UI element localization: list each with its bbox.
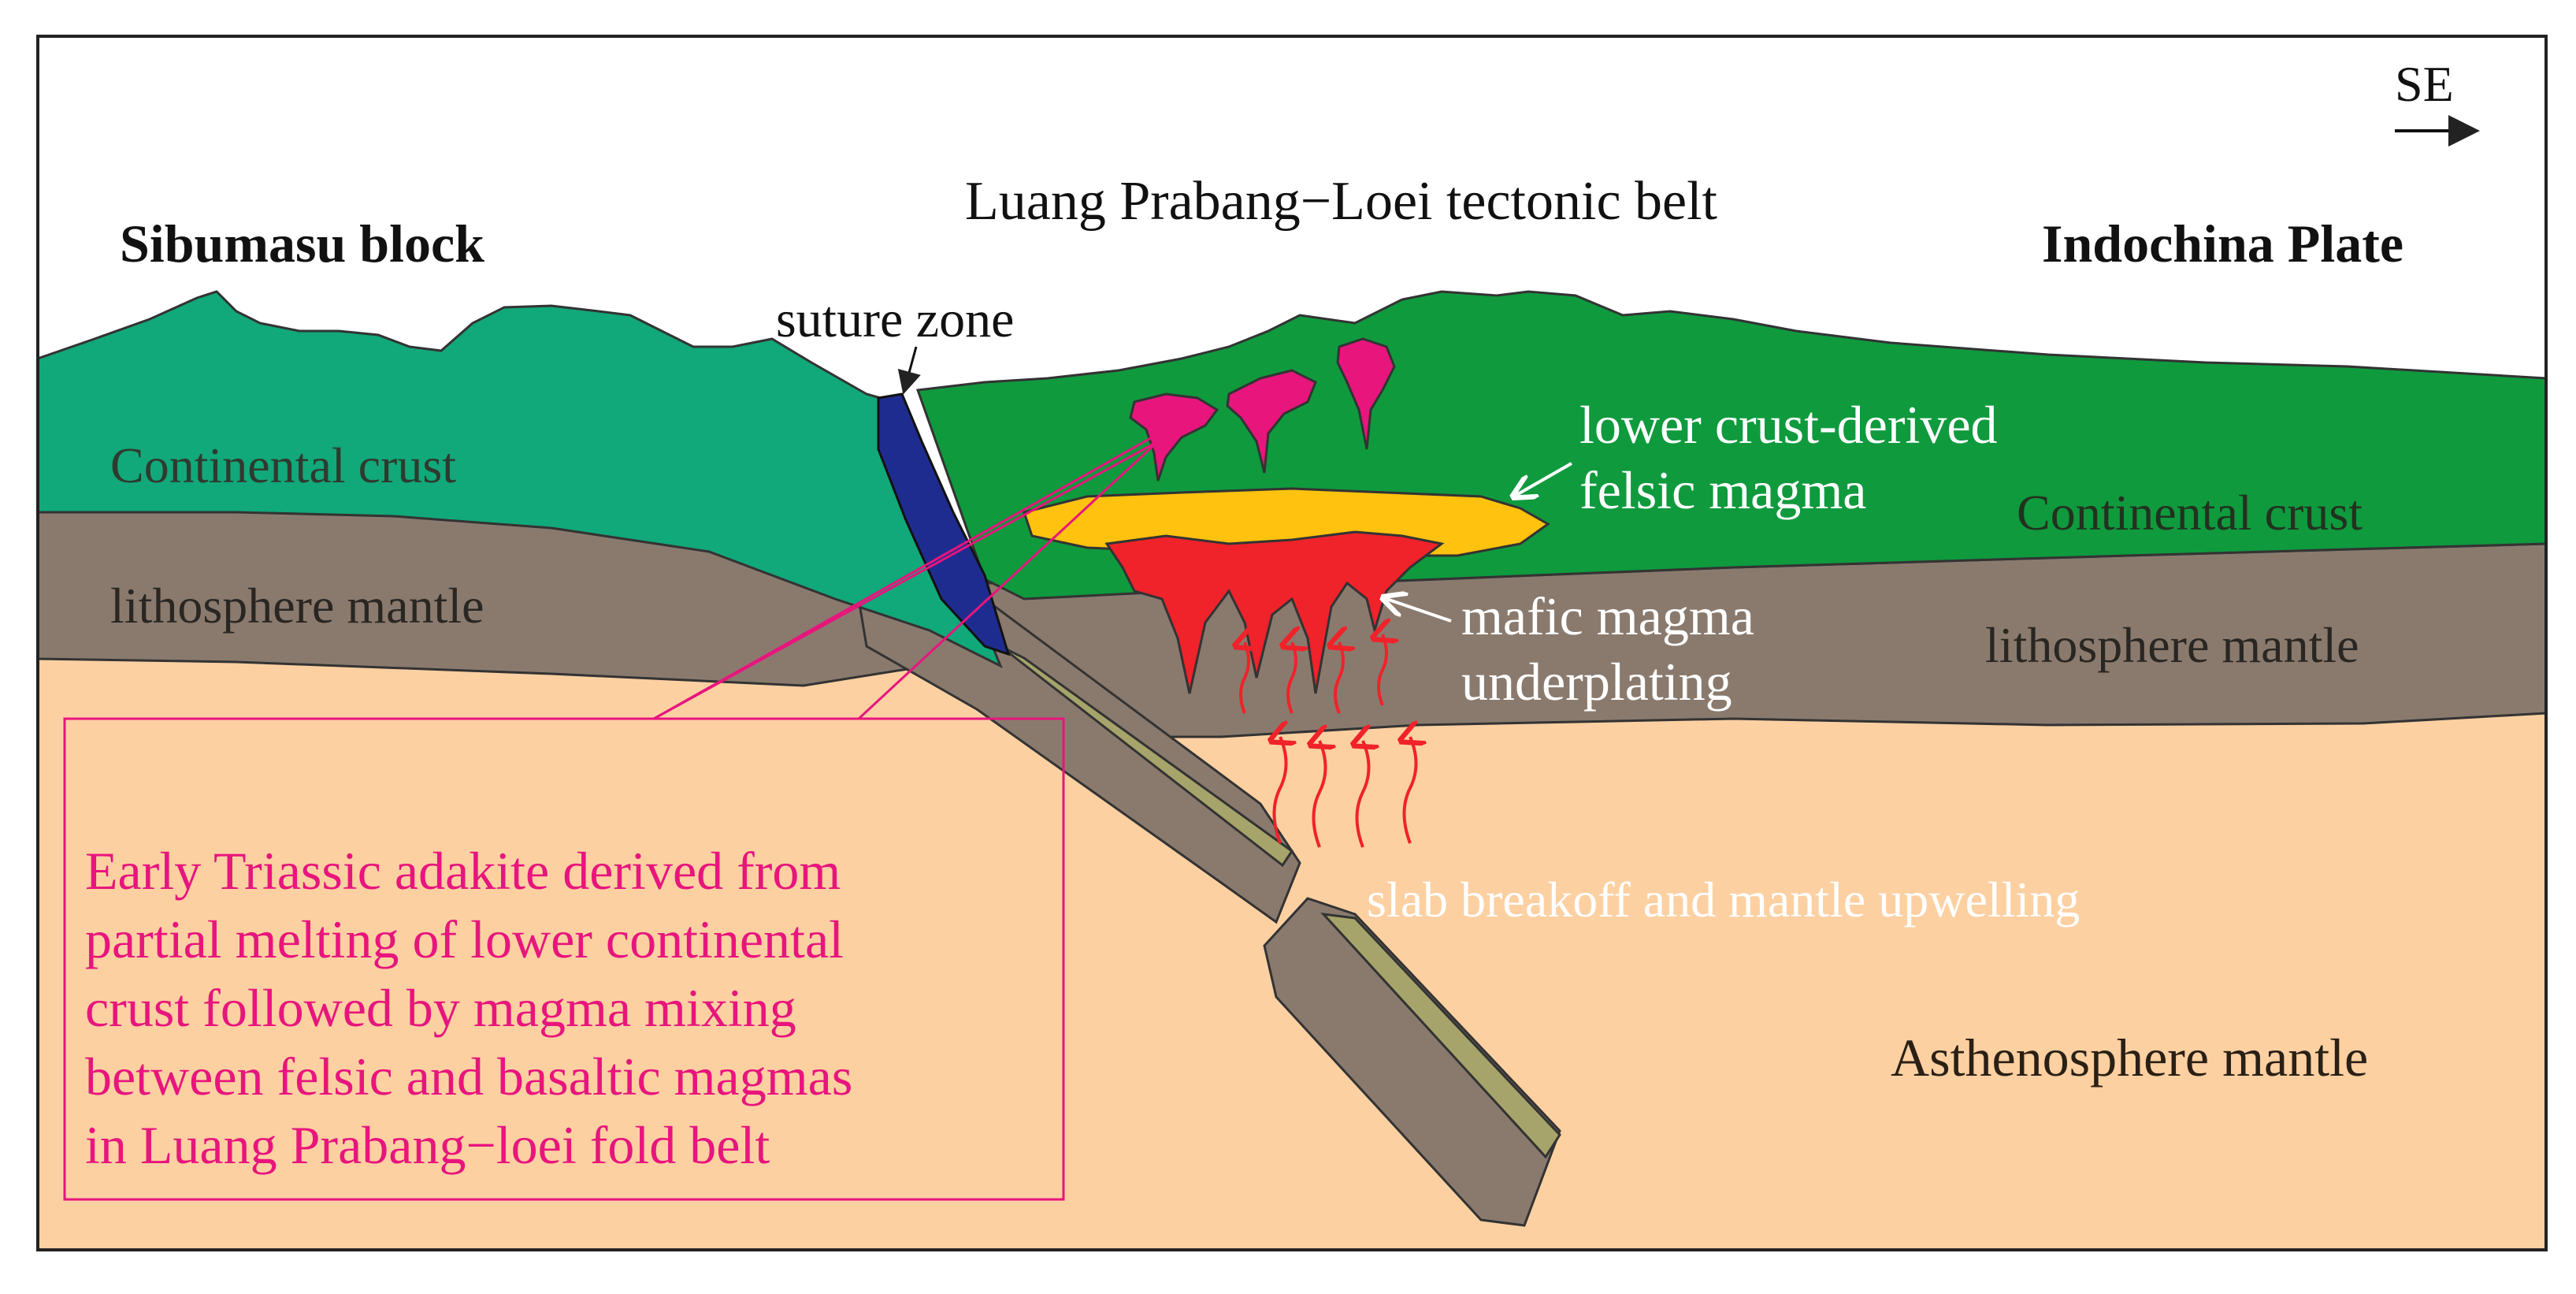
mantle-upwelling-arrows (1275, 737, 1416, 848)
crust-label-right: Continental crust (2017, 485, 2363, 541)
adakite-pluton-3 (1336, 337, 1396, 450)
belt-title: Luang Prabang−Loei tectonic belt (965, 171, 1718, 232)
suture-zone-body (877, 392, 1011, 656)
slab-rim-upper (1000, 645, 1294, 868)
felsic-label-line1: lower crust-derived (1579, 395, 1998, 455)
suture-zone-label: suture zone (776, 291, 1014, 348)
crust-label-left: Continental crust (110, 437, 456, 493)
lithosphere-label-right: lithosphere mantle (1985, 617, 2359, 673)
callout-line-1: Early Triassic adakite derived from (85, 841, 841, 901)
slab-breakoff-label: slab breakoff and mantle upwelling (1367, 872, 2080, 928)
sibumasu-title: Sibumasu block (120, 214, 484, 273)
subducting-slab-lower (1263, 897, 1561, 1227)
callout-line-3: crust followed by magma mixing (85, 978, 796, 1038)
callout-line-5: in Luang Prabang−loei fold belt (85, 1115, 770, 1175)
mafic-label-line2: underplating (1461, 652, 1732, 712)
callout-line-4: between felsic and basaltic magmas (85, 1047, 852, 1106)
mafic-magma-body (1104, 530, 1445, 694)
felsic-pointer (1516, 462, 1572, 495)
asthenosphere-label: Asthenosphere mantle (1891, 1028, 2368, 1088)
indochina-title: Indochina Plate (2042, 214, 2403, 273)
callout-leader-extra (653, 428, 1167, 720)
suture-zone-pointer (897, 346, 921, 395)
adakite-pluton-2 (1226, 369, 1317, 474)
callout-leader (65, 440, 1160, 720)
felsic-label-line2: felsic magma (1579, 460, 1866, 520)
lithosphere-label-left: lithosphere mantle (110, 578, 484, 634)
mafic-pointer (1386, 599, 1452, 623)
figure-frame (36, 35, 2548, 1251)
adakite-pluton-1 (1129, 392, 1219, 482)
slab-rim-lower (1320, 913, 1561, 1159)
callout-line-2: partial melting of lower continental (85, 909, 844, 969)
direction-label: SE (2395, 56, 2454, 112)
underplating-arrows (1241, 634, 1386, 714)
sibumasu-crust (38, 290, 1003, 669)
mafic-label-line1: mafic magma (1461, 586, 1754, 646)
callout-text: Early Triassic adakite derived from part… (85, 841, 852, 1175)
